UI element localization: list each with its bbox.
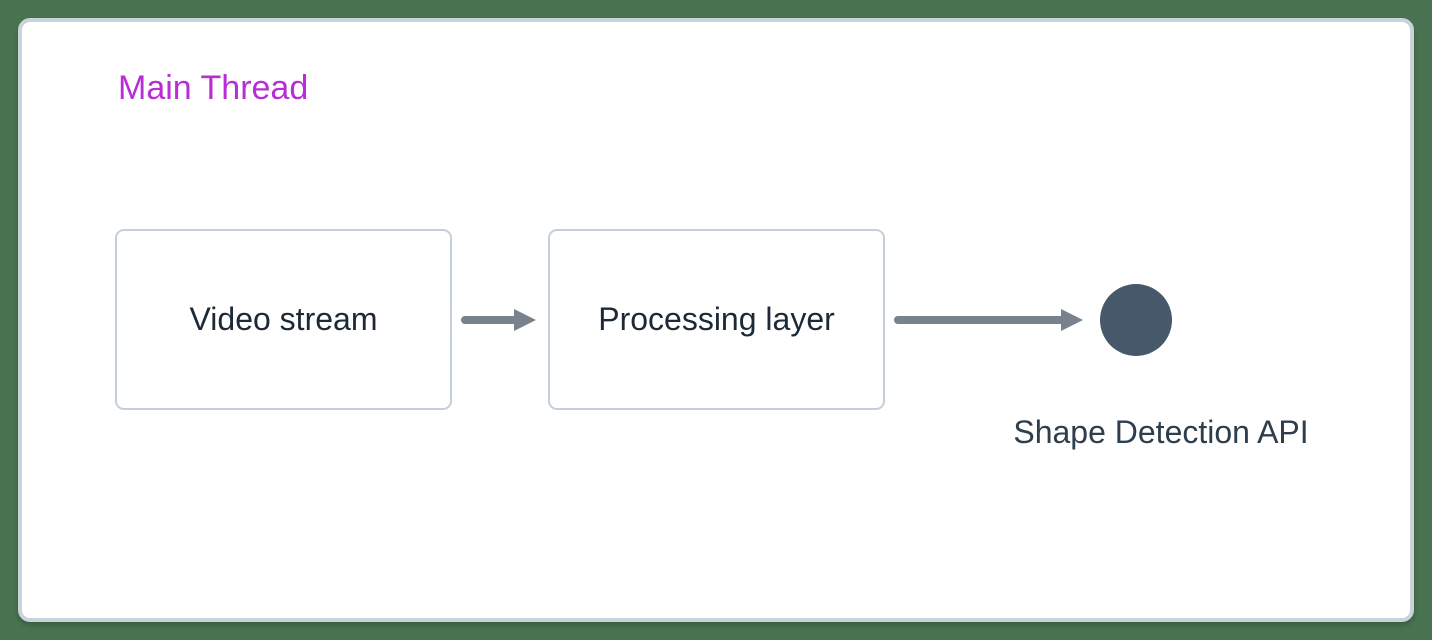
node-shape-detection-label: Shape Detection API bbox=[1013, 414, 1309, 450]
node-shape-detection-circle-icon bbox=[1100, 284, 1172, 356]
arrow-head bbox=[514, 309, 536, 331]
main-thread-title: Main Thread bbox=[118, 69, 309, 107]
main-thread-panel: Main Thread Video stream Processing laye… bbox=[18, 18, 1414, 622]
node-video-stream: Video stream bbox=[115, 229, 452, 410]
arrow-right-icon bbox=[461, 309, 536, 331]
circle-shape bbox=[1100, 284, 1172, 356]
arrow-right-icon bbox=[894, 309, 1083, 331]
node-processing-layer: Processing layer bbox=[548, 229, 885, 410]
node-video-stream-label: Video stream bbox=[189, 301, 378, 337]
arrow-head bbox=[1061, 309, 1083, 331]
node-processing-layer-label: Processing layer bbox=[598, 301, 835, 337]
